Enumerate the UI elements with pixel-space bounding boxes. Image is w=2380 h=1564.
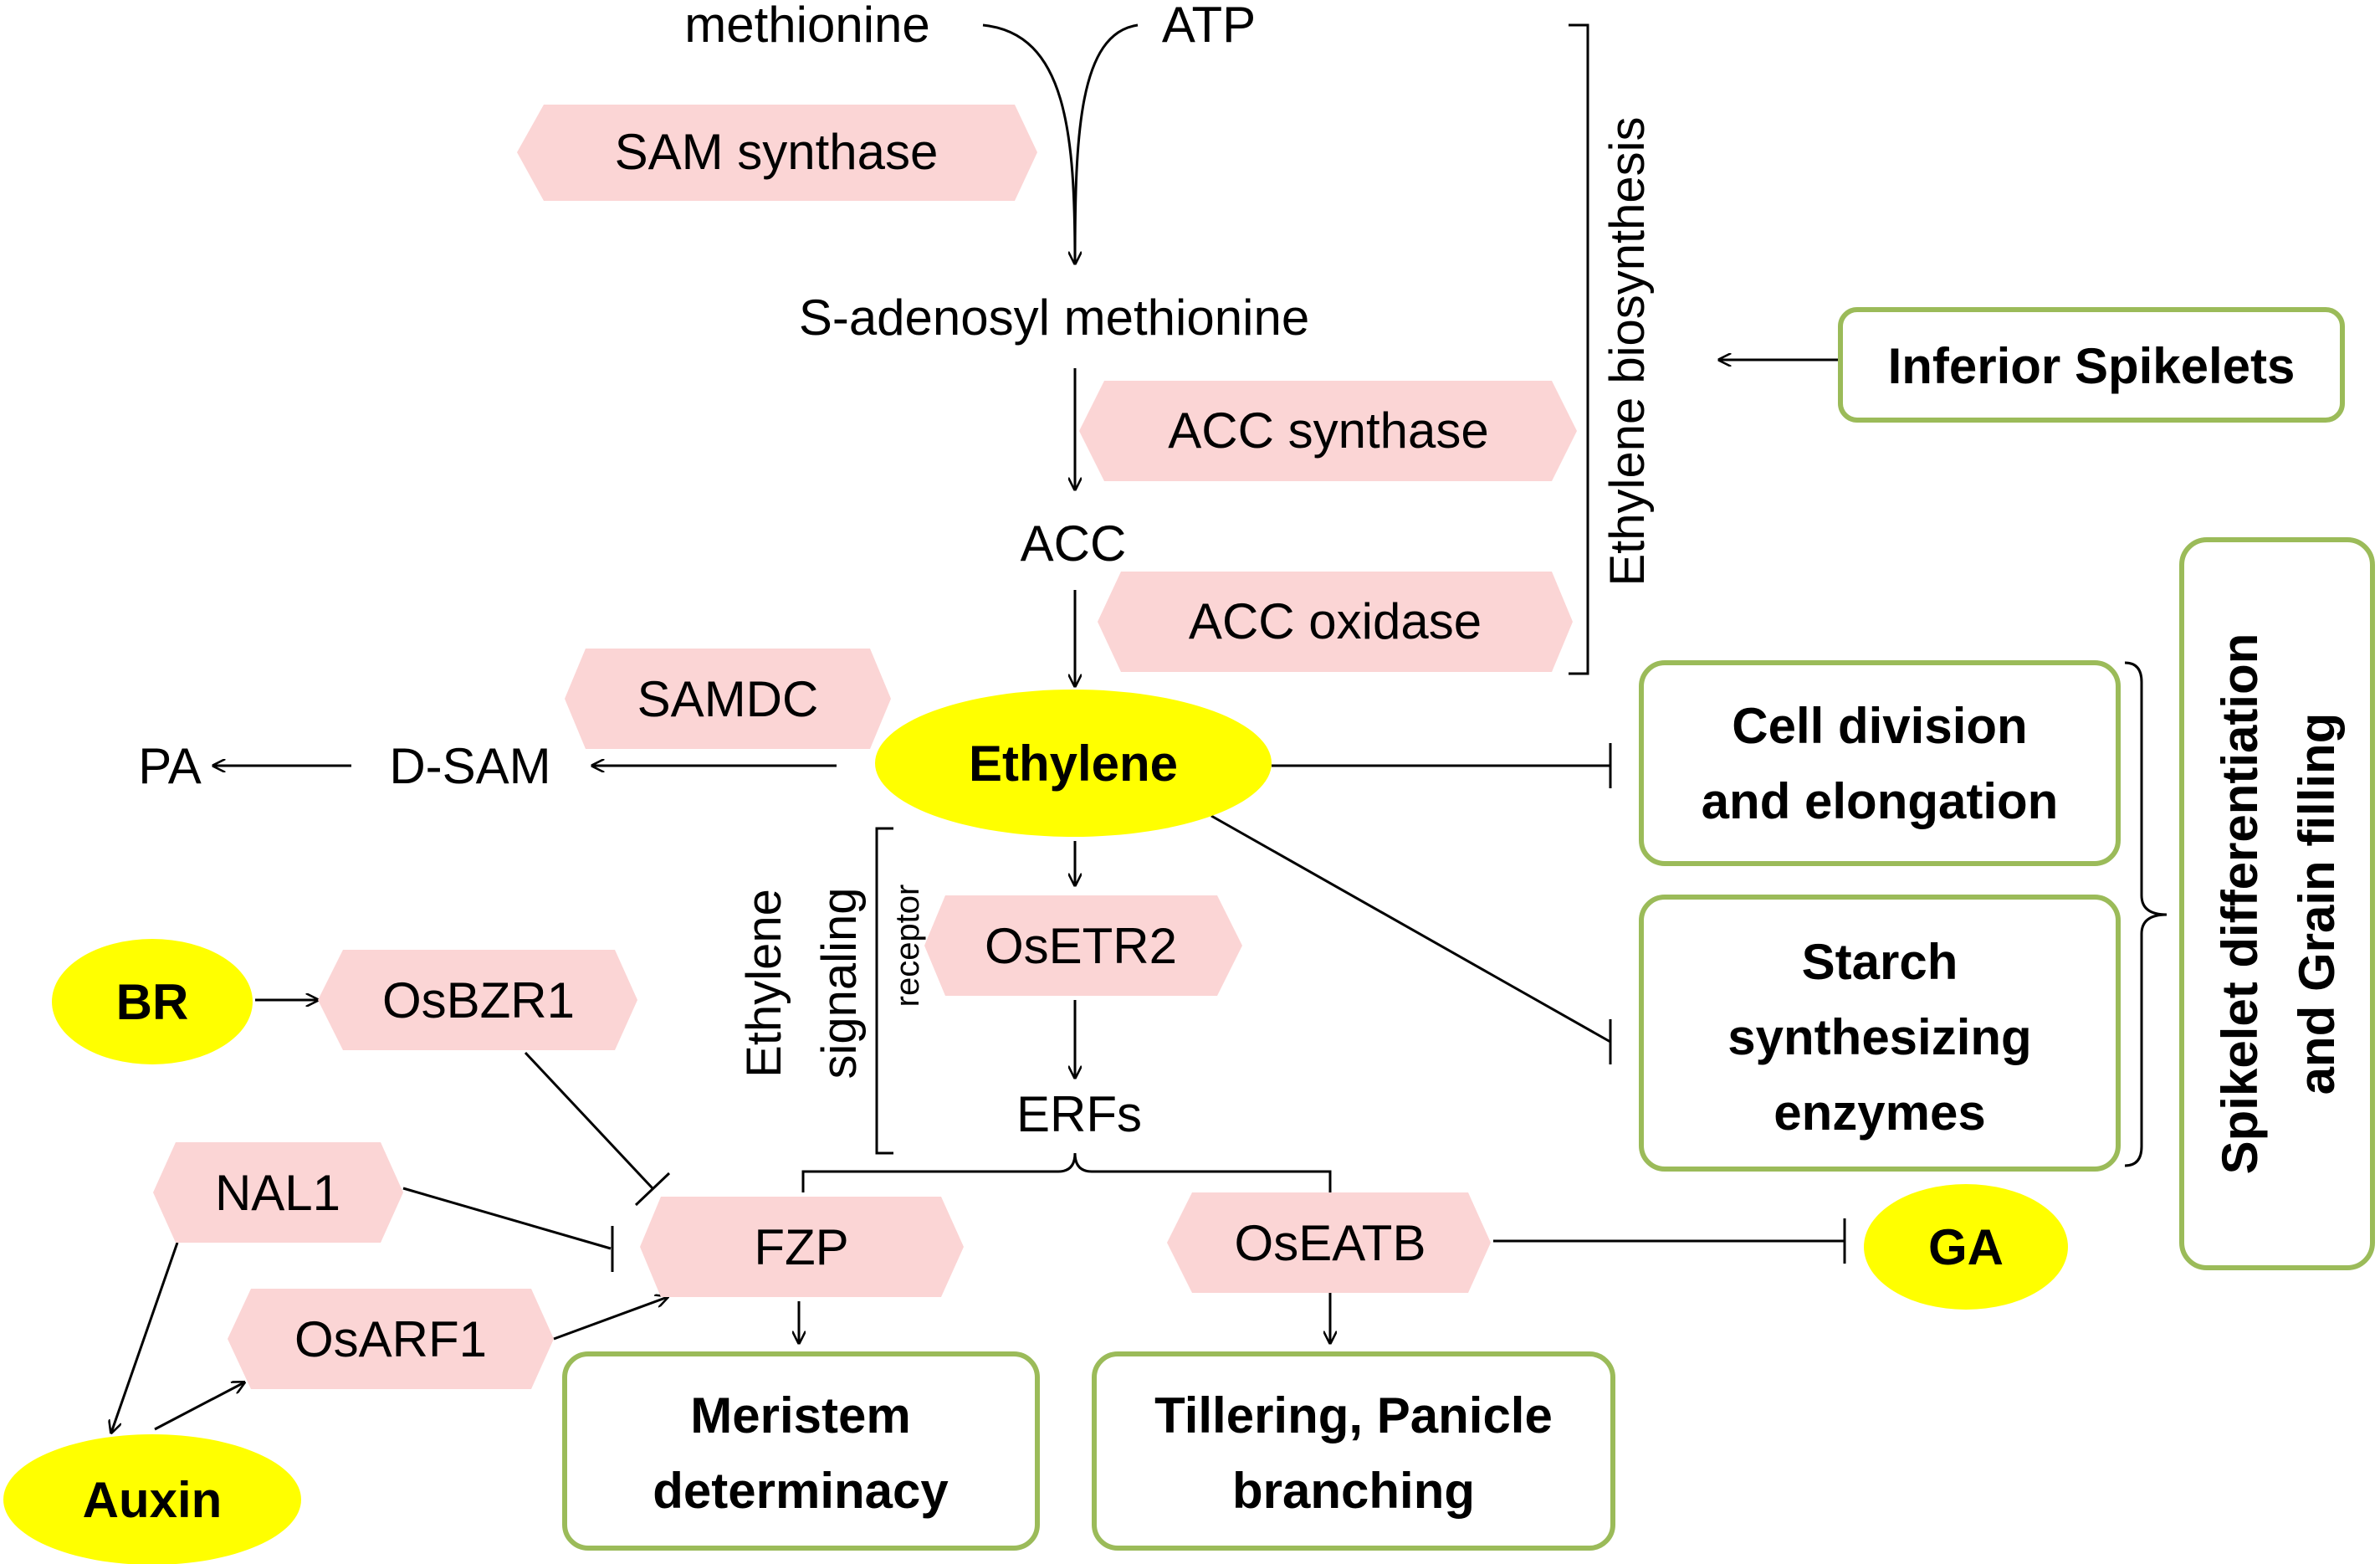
arrow-auxin-to-osarf1 bbox=[154, 1382, 244, 1431]
inhibit-starch bbox=[1210, 814, 1611, 1044]
arrow-osarf1-to-fzp bbox=[553, 1297, 668, 1341]
ethylene-signaling-line2: signaling bbox=[812, 888, 867, 1079]
spikelet-bracket bbox=[2124, 661, 2168, 1167]
rotated-labels: Ethylene biosynthesis Ethylene signaling… bbox=[737, 117, 1655, 1079]
ethylene-biosynthesis-label: Ethylene biosynthesis bbox=[1600, 117, 1655, 587]
starch-line3: enzymes bbox=[1773, 1085, 1985, 1141]
meristem-line2: determinacy bbox=[653, 1463, 949, 1519]
ethylene-oval bbox=[875, 690, 1272, 837]
erfs-branch-bracket bbox=[801, 1152, 1332, 1192]
outcomes: Inferior Spikelets Cell division and elo… bbox=[562, 307, 2375, 1551]
arrow-atp-to-sam bbox=[1073, 23, 1139, 264]
inferior-spikelets-label: Inferior Spikelets bbox=[1888, 338, 2296, 394]
osbzr1-box bbox=[318, 950, 637, 1050]
signaling-bracket bbox=[875, 827, 893, 1155]
connectors bbox=[111, 23, 2168, 1433]
osetr2-label: OsETR2 bbox=[985, 918, 1177, 974]
fzp-box bbox=[640, 1197, 964, 1297]
erfs-label: ERFs bbox=[1016, 1086, 1142, 1142]
acc-synthase-label: ACC synthase bbox=[1168, 403, 1489, 459]
sam-synthase-label: SAM synthase bbox=[615, 124, 939, 180]
receptor-label: receptor bbox=[889, 885, 926, 1008]
auxin-oval bbox=[3, 1434, 301, 1564]
oseatb-box bbox=[1167, 1192, 1491, 1293]
atp-label: ATP bbox=[1162, 0, 1256, 53]
osetr2-box bbox=[924, 895, 1242, 996]
tillering-box bbox=[1092, 1351, 1615, 1551]
tillering-line2: branching bbox=[1232, 1463, 1475, 1519]
pa-label: PA bbox=[138, 738, 202, 794]
arrow-nal1-to-auxin bbox=[111, 1242, 179, 1433]
samdc-box bbox=[565, 649, 891, 749]
acc-oxidase-label: ACC oxidase bbox=[1189, 593, 1482, 649]
br-label: BR bbox=[116, 974, 189, 1030]
metabolites: methionine ATP S-adenosyl methionine ACC… bbox=[138, 0, 1309, 1142]
biosynthesis-bracket bbox=[1569, 23, 1589, 675]
fzp-label: FZP bbox=[754, 1219, 848, 1275]
starch-line2: synthesizing bbox=[1727, 1009, 2031, 1065]
hormones: Ethylene BR Auxin GA bbox=[3, 690, 2068, 1564]
dsam-label: D-SAM bbox=[389, 738, 550, 794]
meristem-box bbox=[562, 1351, 1040, 1551]
samdc-label: SAMDC bbox=[637, 671, 819, 727]
inhibit-nal1-to-fzp bbox=[402, 1187, 612, 1250]
spikelet-grain-line2: and Grain filling bbox=[2289, 713, 2345, 1095]
sam-synthase-box bbox=[517, 105, 1037, 201]
nal1-label: NAL1 bbox=[215, 1165, 340, 1221]
cell-division-line1: Cell division bbox=[1732, 698, 2027, 754]
acc-label: ACC bbox=[1021, 515, 1127, 572]
spikelet-grain-box bbox=[2179, 537, 2375, 1270]
auxin-label: Auxin bbox=[83, 1472, 223, 1528]
acc-synthase-box bbox=[1079, 381, 1577, 481]
osarf1-box bbox=[228, 1289, 554, 1389]
cell-division-box bbox=[1639, 660, 2121, 866]
inferior-spikelets-box bbox=[1838, 307, 2345, 423]
br-oval bbox=[52, 939, 253, 1064]
ethylene-label: Ethylene bbox=[969, 736, 1178, 792]
acc-oxidase-box bbox=[1098, 572, 1573, 672]
meristem-line1: Meristem bbox=[690, 1387, 910, 1443]
methionine-label: methionine bbox=[684, 0, 930, 53]
ethylene-signaling-line1: Ethylene bbox=[737, 889, 791, 1078]
osarf1-label: OsARF1 bbox=[294, 1311, 487, 1367]
ga-label: GA bbox=[1928, 1219, 2004, 1275]
spikelet-grain-line1: Spikelet differentiation bbox=[2212, 633, 2268, 1175]
osbzr1-label: OsBZR1 bbox=[382, 972, 575, 1028]
ga-oval bbox=[1864, 1184, 2068, 1310]
oseatb-label: OsEATB bbox=[1235, 1215, 1426, 1271]
tillering-line1: Tillering, Panicle bbox=[1154, 1387, 1553, 1443]
sam-label: S-adenosyl methionine bbox=[799, 290, 1309, 346]
enzymes: SAM synthase ACC synthase ACC oxidase SA… bbox=[153, 105, 1577, 1389]
nal1-box bbox=[153, 1142, 403, 1243]
inhibit-osbzr1-to-fzp bbox=[524, 1051, 654, 1190]
starch-box bbox=[1639, 895, 2121, 1172]
cell-division-line2: and elongation bbox=[1702, 773, 2059, 829]
starch-line1: Starch bbox=[1802, 934, 1958, 990]
